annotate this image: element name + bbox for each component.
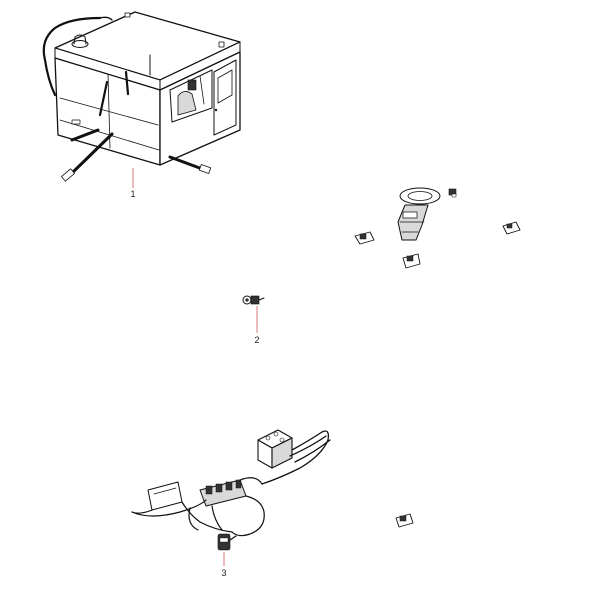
small-clip-lower-right[interactable] <box>395 513 414 528</box>
callout-1-label: 1 <box>130 189 135 199</box>
callout-3-label: 3 <box>221 568 226 578</box>
callout-2-label: 2 <box>254 335 259 345</box>
bracket-cluster-upper-right[interactable] <box>354 187 521 269</box>
part-1-cab-assembly[interactable]: 1 <box>42 11 241 199</box>
part-2-fitting[interactable]: 2 <box>242 295 265 345</box>
part-3-wire-harness[interactable]: 3 <box>131 429 331 578</box>
